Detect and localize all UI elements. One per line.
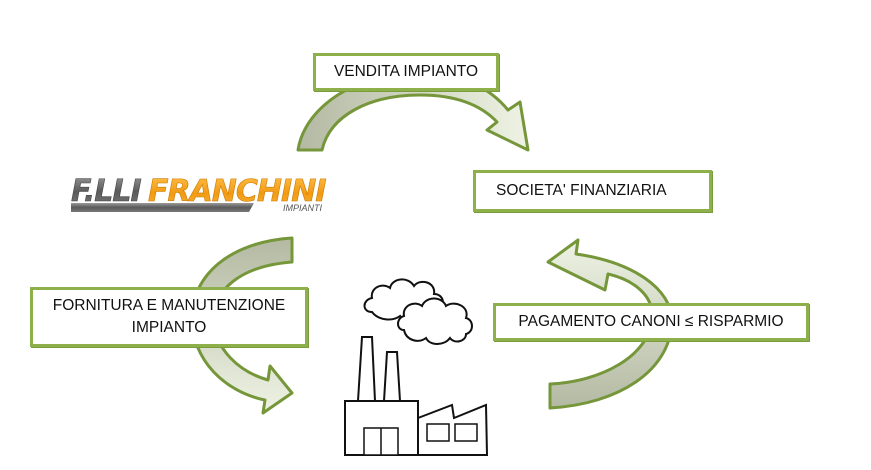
arrow-pagamento xyxy=(546,238,674,410)
logo-prefix: F.LLI xyxy=(71,174,142,209)
node-label: PAGAMENTO CANONI ≤ RISPARMIO xyxy=(518,313,784,330)
franchini-logo: F.LLI FRANCHINI IMPIANTI xyxy=(71,174,331,213)
node-pagamento-canoni: PAGAMENTO CANONI ≤ RISPARMIO xyxy=(493,303,809,341)
logo-subtitle-plate xyxy=(249,203,331,212)
node-societa-finanziaria: SOCIETA' FINANZIARIA xyxy=(473,170,712,212)
logo-name: FRANCHINI xyxy=(148,174,326,209)
node-label: VENDITA IMPIANTO xyxy=(333,63,479,80)
logo-subtitle: IMPIANTI xyxy=(283,203,323,213)
node-label-line2: IMPIANTO xyxy=(131,319,207,336)
smoke-cloud-icon xyxy=(363,278,473,345)
logo-underline-bar xyxy=(71,203,316,212)
node-label: SOCIETA' FINANZIARIA xyxy=(496,182,667,199)
node-vendita-impianto: VENDITA IMPIANTO xyxy=(313,53,499,91)
node-fornitura-manutenzione: FORNITURA E MANUTENZIONE IMPIANTO xyxy=(30,287,308,347)
factory-icon xyxy=(344,278,489,456)
node-label-line1: FORNITURA E MANUTENZIONE xyxy=(52,297,286,314)
